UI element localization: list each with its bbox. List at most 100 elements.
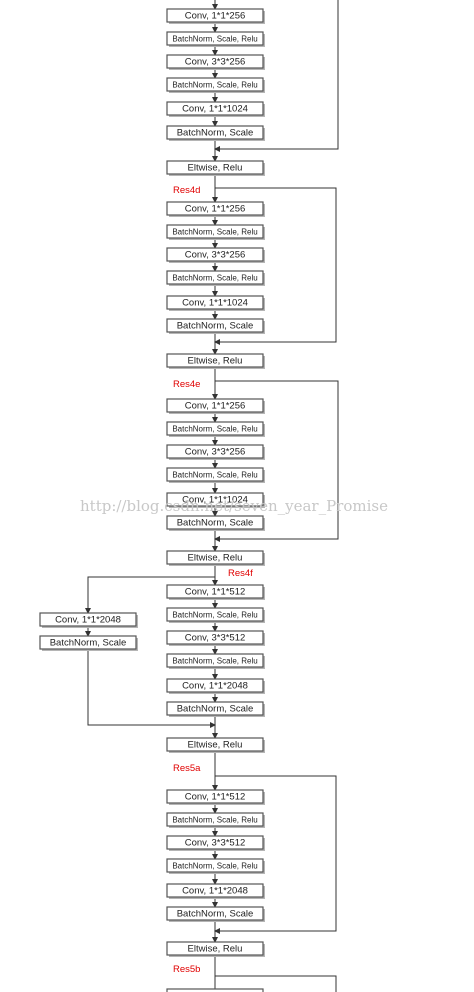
res4d-layer-4-label: Conv, 1*1*1024 (182, 298, 248, 309)
top-layer-4-label: Conv, 1*1*1024 (182, 104, 248, 115)
block-label-res4e: Res4e (173, 379, 200, 390)
res4f-branch-line (85, 576, 215, 614)
res4f-layer-3-label: BatchNorm, Scale, Relu (172, 657, 257, 666)
res4d-eltwise-box-label: Eltwise, Relu (188, 356, 243, 367)
res5a-layer-2: Conv, 3*3*512 (166, 835, 265, 851)
res4d-layer-1-label: BatchNorm, Scale, Relu (172, 228, 257, 237)
res5a-layer-2-label: Conv, 3*3*512 (185, 838, 246, 849)
top-layer-5-frame (166, 125, 264, 140)
res4f-layer-4: Conv, 1*1*2048 (166, 678, 265, 694)
res4d-layer-3: BatchNorm, Scale, Relu (166, 270, 265, 286)
res4e-layer-1-frame (166, 421, 264, 436)
res4f-layer-0: Conv, 1*1*512 (166, 584, 265, 600)
res4d-layer-0: Conv, 1*1*256 (166, 201, 265, 217)
res5a-layer-5-frame (166, 906, 264, 921)
res4f-layer-3-frame (166, 653, 264, 668)
res5b-skip-connection (215, 975, 337, 992)
res5a-layer-4-frame (166, 883, 264, 898)
res4d-layer-3-frame (166, 270, 264, 285)
res4d-layer-0-label: Conv, 1*1*256 (185, 204, 246, 215)
top-eltwise-box-label: Eltwise, Relu (188, 163, 243, 174)
res4f-layer-3: BatchNorm, Scale, Relu (166, 653, 265, 669)
res4d-layer-0-frame (166, 201, 264, 216)
res5a-layer-0-frame (166, 789, 264, 804)
res4f-layer-0-frame (166, 584, 264, 599)
res5a-layer-4: Conv, 1*1*2048 (166, 883, 265, 899)
res4d-layer-4-frame (166, 295, 264, 310)
top-layer-4: Conv, 1*1*1024 (166, 101, 265, 117)
res4d-layer-5-label: BatchNorm, Scale (177, 321, 254, 332)
res4e-layer-2-frame (166, 444, 264, 459)
res5a-layer-5: BatchNorm, Scale (166, 906, 265, 922)
top-layer-2: Conv, 3*3*256 (166, 54, 265, 70)
res4f-layer-0-label: Conv, 1*1*512 (185, 587, 246, 598)
block-label-res5a: Res5a (173, 763, 201, 774)
res4e-eltwise-box: Eltwise, Relu (166, 550, 265, 566)
top-skip-connection (214, 0, 339, 152)
res4d-layer-2: Conv, 3*3*256 (166, 247, 265, 263)
res4e-layer-3-frame (166, 467, 264, 482)
res4f-layer-4-label: Conv, 1*1*2048 (182, 681, 248, 692)
res4f-branch-layer-1-frame (39, 635, 137, 650)
res5a-layer-3-label: BatchNorm, Scale, Relu (172, 862, 257, 871)
res4e-layer-2: Conv, 3*3*256 (166, 444, 265, 460)
top-layer-3-label: BatchNorm, Scale, Relu (172, 81, 257, 90)
res4e-eltwise-box-frame (166, 550, 264, 565)
res4f-layer-4-frame (166, 678, 264, 693)
res4e-layer-4-frame (166, 492, 264, 507)
res4d-layer-2-label: Conv, 3*3*256 (185, 250, 246, 261)
res4f-layer-2-frame (166, 630, 264, 645)
res4e-eltwise-box-label: Eltwise, Relu (188, 553, 243, 564)
res4e-layer-2-label: Conv, 3*3*256 (185, 447, 246, 458)
top-eltwise-box-frame (166, 160, 264, 175)
res4f-layer-5-frame (166, 701, 264, 716)
res5a-layer-4-label: Conv, 1*1*2048 (182, 886, 248, 897)
top-layer-2-label: Conv, 3*3*256 (185, 57, 246, 68)
res4e-layer-0-label: Conv, 1*1*256 (185, 401, 246, 412)
res4f-eltwise-box-label: Eltwise, Relu (188, 740, 243, 751)
res5a-skip-connection (214, 775, 337, 934)
res4e-layer-5-frame (166, 515, 264, 530)
top-layer-1-label: BatchNorm, Scale, Relu (172, 35, 257, 44)
top-layer-1: BatchNorm, Scale, Relu (166, 31, 265, 47)
res4f-layer-1: BatchNorm, Scale, Relu (166, 607, 265, 623)
res5a-layer-1-frame (166, 812, 264, 827)
res4f-eltwise-box: Eltwise, Relu (166, 737, 265, 753)
top-layer-5-label: BatchNorm, Scale (177, 128, 254, 139)
top-layer-3-frame (166, 77, 264, 92)
res4f-eltwise-box-frame (166, 737, 264, 752)
res5a-layer-0-label: Conv, 1*1*512 (185, 792, 246, 803)
top-layer-3: BatchNorm, Scale, Relu (166, 77, 265, 93)
res4e-skip-connection (214, 380, 339, 542)
res5a-layer-3-frame (166, 858, 264, 873)
block-label-res5b: Res5b (173, 964, 200, 975)
res5a-eltwise-box-frame (166, 941, 264, 956)
res4f-layer-2-label: Conv, 3*3*512 (185, 633, 246, 644)
res4e-layer-0: Conv, 1*1*256 (166, 398, 265, 414)
top-eltwise-box: Eltwise, Relu (166, 160, 265, 176)
res5a-layer-1: BatchNorm, Scale, Relu (166, 812, 265, 828)
res5a-layer-0: Conv, 1*1*512 (166, 789, 265, 805)
top-layer-0-label: Conv, 1*1*256 (185, 11, 246, 22)
res4e-layer-3: BatchNorm, Scale, Relu (166, 467, 265, 483)
res5a-eltwise-box: Eltwise, Relu (166, 941, 265, 957)
top-layer-4-frame (166, 101, 264, 116)
res5a-layer-5-label: BatchNorm, Scale (177, 909, 254, 920)
res5a-layer-2-frame (166, 835, 264, 850)
res4d-layer-1: BatchNorm, Scale, Relu (166, 224, 265, 240)
res4f-branch-layer-0: Conv, 1*1*2048 (39, 612, 138, 628)
res4e-layer-4-label: Conv, 1*1*1024 (182, 495, 248, 506)
connector-lines (85, 0, 339, 992)
res4d-eltwise-box: Eltwise, Relu (166, 353, 265, 369)
watermark-text: http://blog.csdn.net/seven_year_Promise (80, 497, 388, 515)
res4f-branch-layer-0-label: Conv, 1*1*2048 (55, 615, 121, 626)
res4f-layer-5: BatchNorm, Scale (166, 701, 265, 717)
res4f-layer-1-label: BatchNorm, Scale, Relu (172, 611, 257, 620)
res4f-layer-1-frame (166, 607, 264, 622)
top-layer-2-frame (166, 54, 264, 69)
res4e-layer-4: Conv, 1*1*1024 (166, 492, 265, 508)
res4d-layer-2-frame (166, 247, 264, 262)
res4f-layer-5-label: BatchNorm, Scale (177, 704, 254, 715)
